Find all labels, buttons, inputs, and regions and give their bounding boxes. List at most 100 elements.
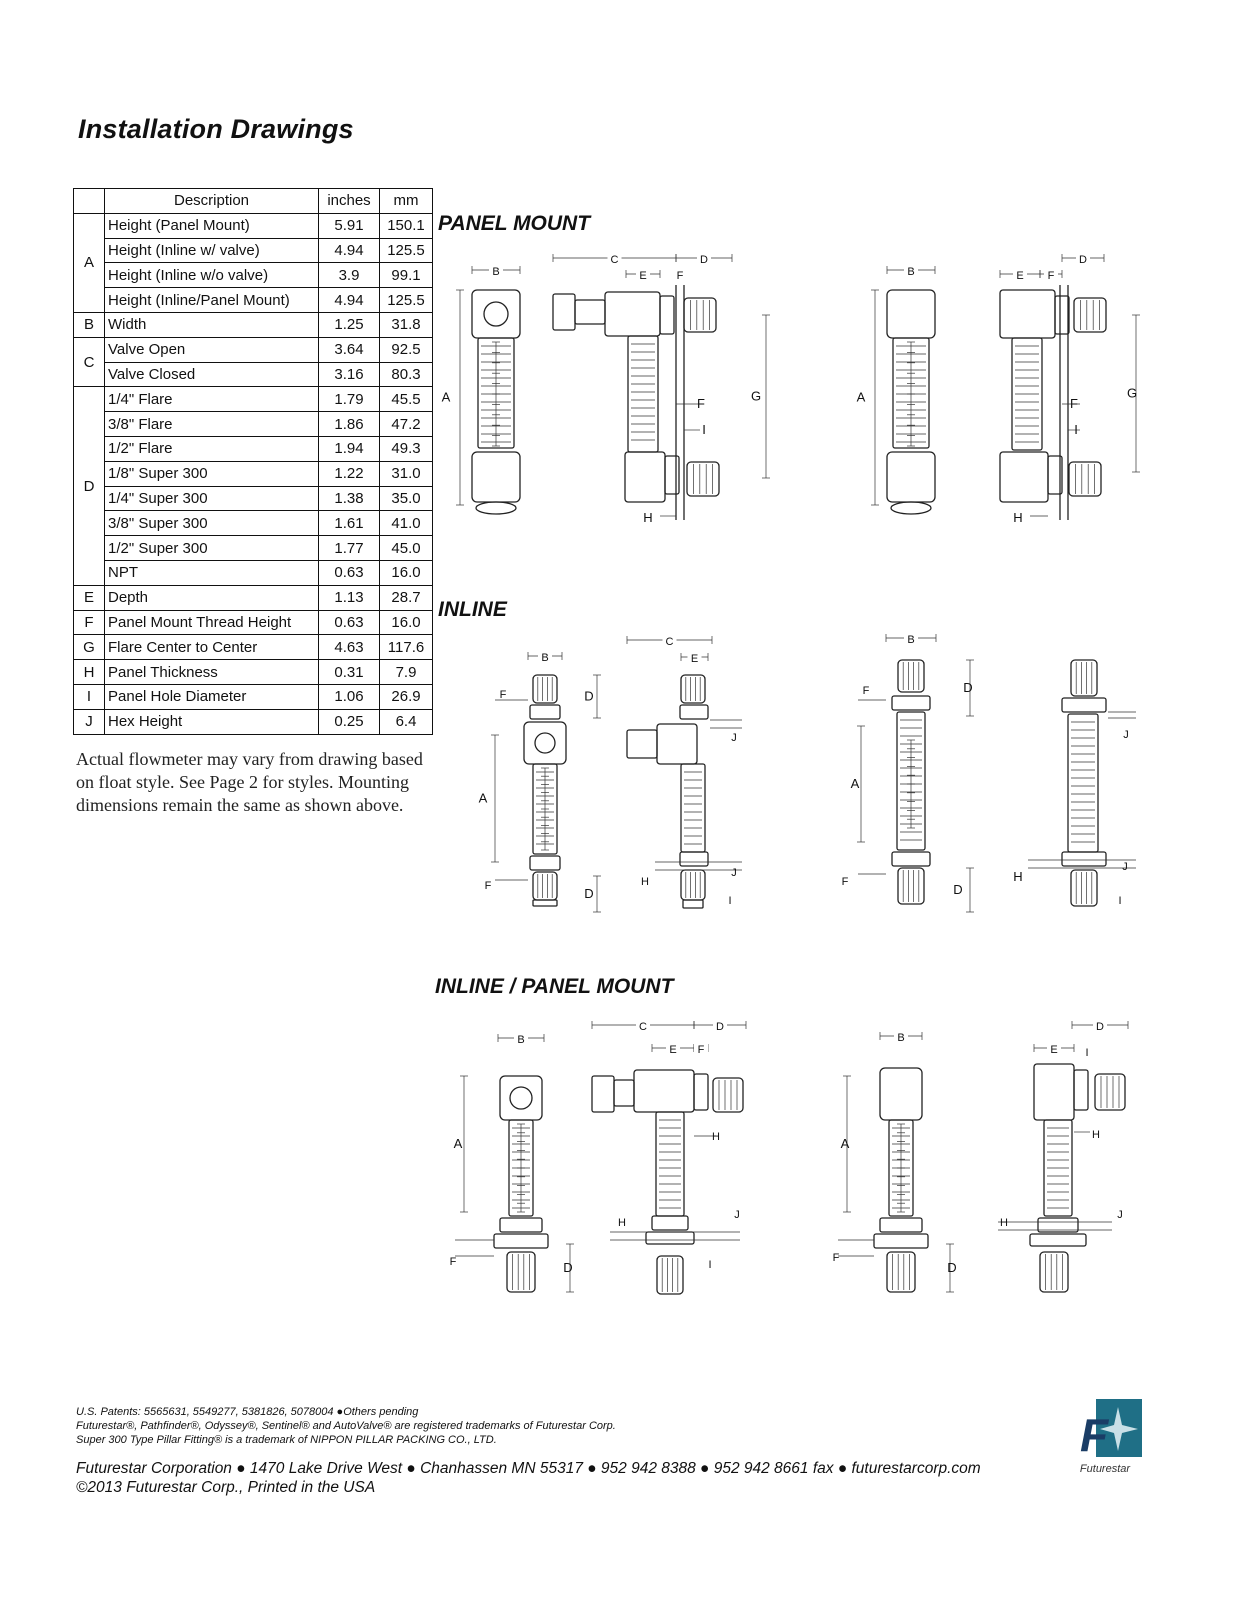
panel-nut-top [693, 1073, 709, 1111]
dimension-mm: 41.0 [379, 510, 433, 537]
lower-block [624, 451, 666, 503]
top-fitting [897, 659, 925, 693]
dimension-description: 3/8" Flare [104, 411, 319, 437]
bottom-fitting [506, 1251, 536, 1293]
dimension-label: A [479, 791, 488, 806]
label-mask [1044, 266, 1058, 280]
dimension-label: F [1048, 270, 1055, 282]
inlet-fitting [552, 293, 576, 331]
label-mask [662, 632, 677, 646]
bottom-cap [475, 501, 517, 515]
dimension-mm: 49.3 [379, 435, 433, 462]
dimension-label: D [1096, 1021, 1104, 1033]
dimension-label: F [1070, 396, 1078, 411]
dimension-label: E [639, 270, 646, 282]
dimension-label: A [841, 1136, 850, 1151]
dimension-letter: C [73, 336, 105, 388]
dimension-letter: A [73, 212, 105, 313]
futurestar-logo: F [1080, 1399, 1142, 1461]
dimension-label: D [947, 1260, 956, 1275]
dimension-description: Panel Mount Thread Height [104, 609, 319, 636]
dimension-inches: 1.94 [318, 435, 380, 462]
label-mask [687, 649, 702, 663]
panel-nut [873, 1233, 929, 1249]
label-mask [904, 262, 918, 276]
valve-knob [509, 1086, 533, 1110]
page-title: Installation Drawings [78, 114, 354, 144]
dimension-description: Valve Closed [104, 361, 319, 388]
label-mask [1093, 1017, 1107, 1031]
dimension-label: H [641, 876, 649, 888]
dimension-mm: 26.9 [379, 683, 433, 710]
contact-line: Futurestar Corporation ● 1470 Lake Drive… [76, 1460, 981, 1477]
dimension-label: D [1079, 254, 1087, 266]
dimension-label: I [1085, 1047, 1088, 1059]
dimension-inches: 0.31 [318, 659, 380, 685]
upper-block [999, 289, 1056, 339]
dimension-label: I [728, 895, 731, 907]
bottom-fitting [897, 867, 925, 905]
valve-knob [483, 301, 509, 327]
dimension-description: 1/8" Super 300 [104, 460, 319, 487]
label-mask [904, 630, 918, 644]
dimension-description: Panel Hole Diameter [104, 683, 319, 710]
dimension-label: E [691, 653, 698, 665]
dimension-description: 1/2" Super 300 [104, 535, 319, 561]
flow-tube [680, 763, 706, 853]
dimension-label: F [697, 396, 705, 411]
dimension-description: Flare Center to Center [104, 634, 319, 661]
copyright-line: ©2013 Futurestar Corp., Printed in the U… [76, 1479, 376, 1496]
dimension-label: B [517, 1034, 524, 1046]
hex-top [1061, 697, 1107, 713]
dimension-mm: 150.1 [379, 212, 433, 239]
dimension-label: H [712, 1131, 720, 1143]
dimension-description: 1/2" Flare [104, 435, 319, 462]
hex-top [529, 704, 561, 720]
hex-top [679, 704, 709, 720]
bottom-fitting [1068, 461, 1102, 497]
dimension-inches: 4.94 [318, 237, 380, 264]
bottom-fitting [1070, 869, 1098, 907]
dimension-inches: 0.25 [318, 708, 380, 735]
dimension-inches: 1.13 [318, 584, 380, 611]
label-mask [1076, 250, 1090, 264]
dimension-description: NPT [104, 559, 319, 586]
hex-bottom [679, 851, 709, 867]
dimension-label: E [669, 1044, 676, 1056]
dimension-letter: I [73, 683, 105, 710]
dimension-description: Hex Height [104, 708, 319, 735]
header-letter [73, 188, 105, 214]
valve-body [499, 1075, 543, 1121]
dimension-label: C [639, 1021, 647, 1033]
dimension-label: A [454, 1136, 463, 1151]
dimension-label: A [857, 390, 866, 405]
valve-body [471, 289, 521, 339]
dimension-label: B [907, 266, 914, 278]
flow-tube [532, 763, 558, 855]
dimension-label: B [541, 652, 548, 664]
hex-top [499, 1217, 543, 1233]
dimension-letter: D [73, 386, 105, 586]
label-mask [514, 1030, 528, 1044]
logo-caption: Futurestar [1079, 1463, 1131, 1475]
dimension-label: H [618, 1217, 626, 1229]
dimension-letter: B [73, 311, 105, 338]
top-fitting [680, 674, 706, 704]
label-mask [697, 250, 711, 264]
valve-block [656, 723, 698, 765]
label-mask [636, 266, 650, 280]
bottom-fitting [686, 461, 720, 497]
dimension-label: D [953, 882, 962, 897]
top-fitting [1094, 1073, 1126, 1111]
